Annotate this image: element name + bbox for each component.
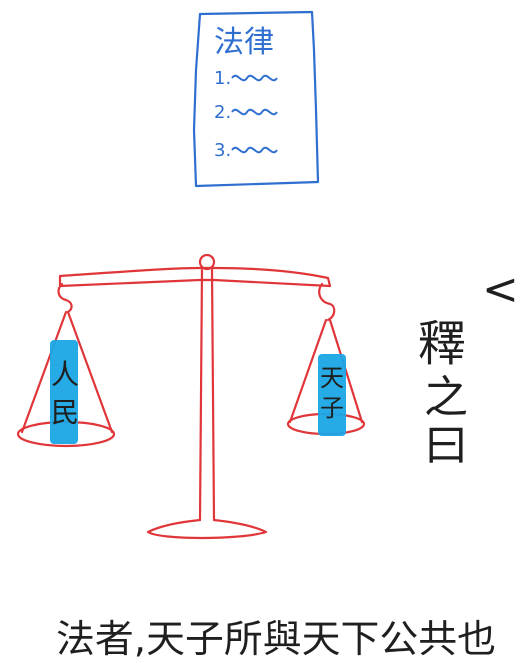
right-pan-label-char-1: 天 [320, 364, 344, 392]
left-hook [57, 282, 73, 314]
squiggle-1 [231, 74, 278, 82]
law-note-item-3: 3. [214, 140, 231, 161]
side-char-3: 曰 [424, 420, 468, 471]
left-pan-label-char-1: 人 [51, 358, 79, 391]
right-pan-contents: 天 子 [318, 354, 346, 436]
right-hook [318, 282, 336, 322]
scale-base [146, 518, 268, 540]
right-pan-fill [318, 354, 346, 436]
side-char-1: 釋 [418, 316, 466, 372]
squiggle-2 [231, 108, 278, 116]
left-pan-label-char-2: 民 [51, 396, 79, 429]
law-note: 法律 1. 2. 3. [192, 10, 320, 188]
law-note-frame [192, 10, 320, 188]
law-note-title: 法律 [214, 25, 274, 60]
squiggle-3 [231, 146, 278, 154]
side-quote: < 釋 之 曰 [418, 264, 519, 471]
left-pan-contents: 人 民 [50, 340, 79, 444]
side-char-2: 之 [424, 372, 468, 423]
left-pan-fill [50, 340, 78, 444]
left-pan-cone [20, 310, 114, 434]
side-arrow: < [482, 264, 519, 315]
scale-beam [58, 266, 332, 288]
right-pan-label-char-2: 子 [320, 394, 344, 422]
law-note-item-2: 2. [214, 102, 231, 123]
law-note-item-1: 1. [214, 68, 231, 89]
scale-post [198, 268, 216, 522]
bottom-sentence: 法者,天子所與天下公共也 [56, 617, 496, 661]
